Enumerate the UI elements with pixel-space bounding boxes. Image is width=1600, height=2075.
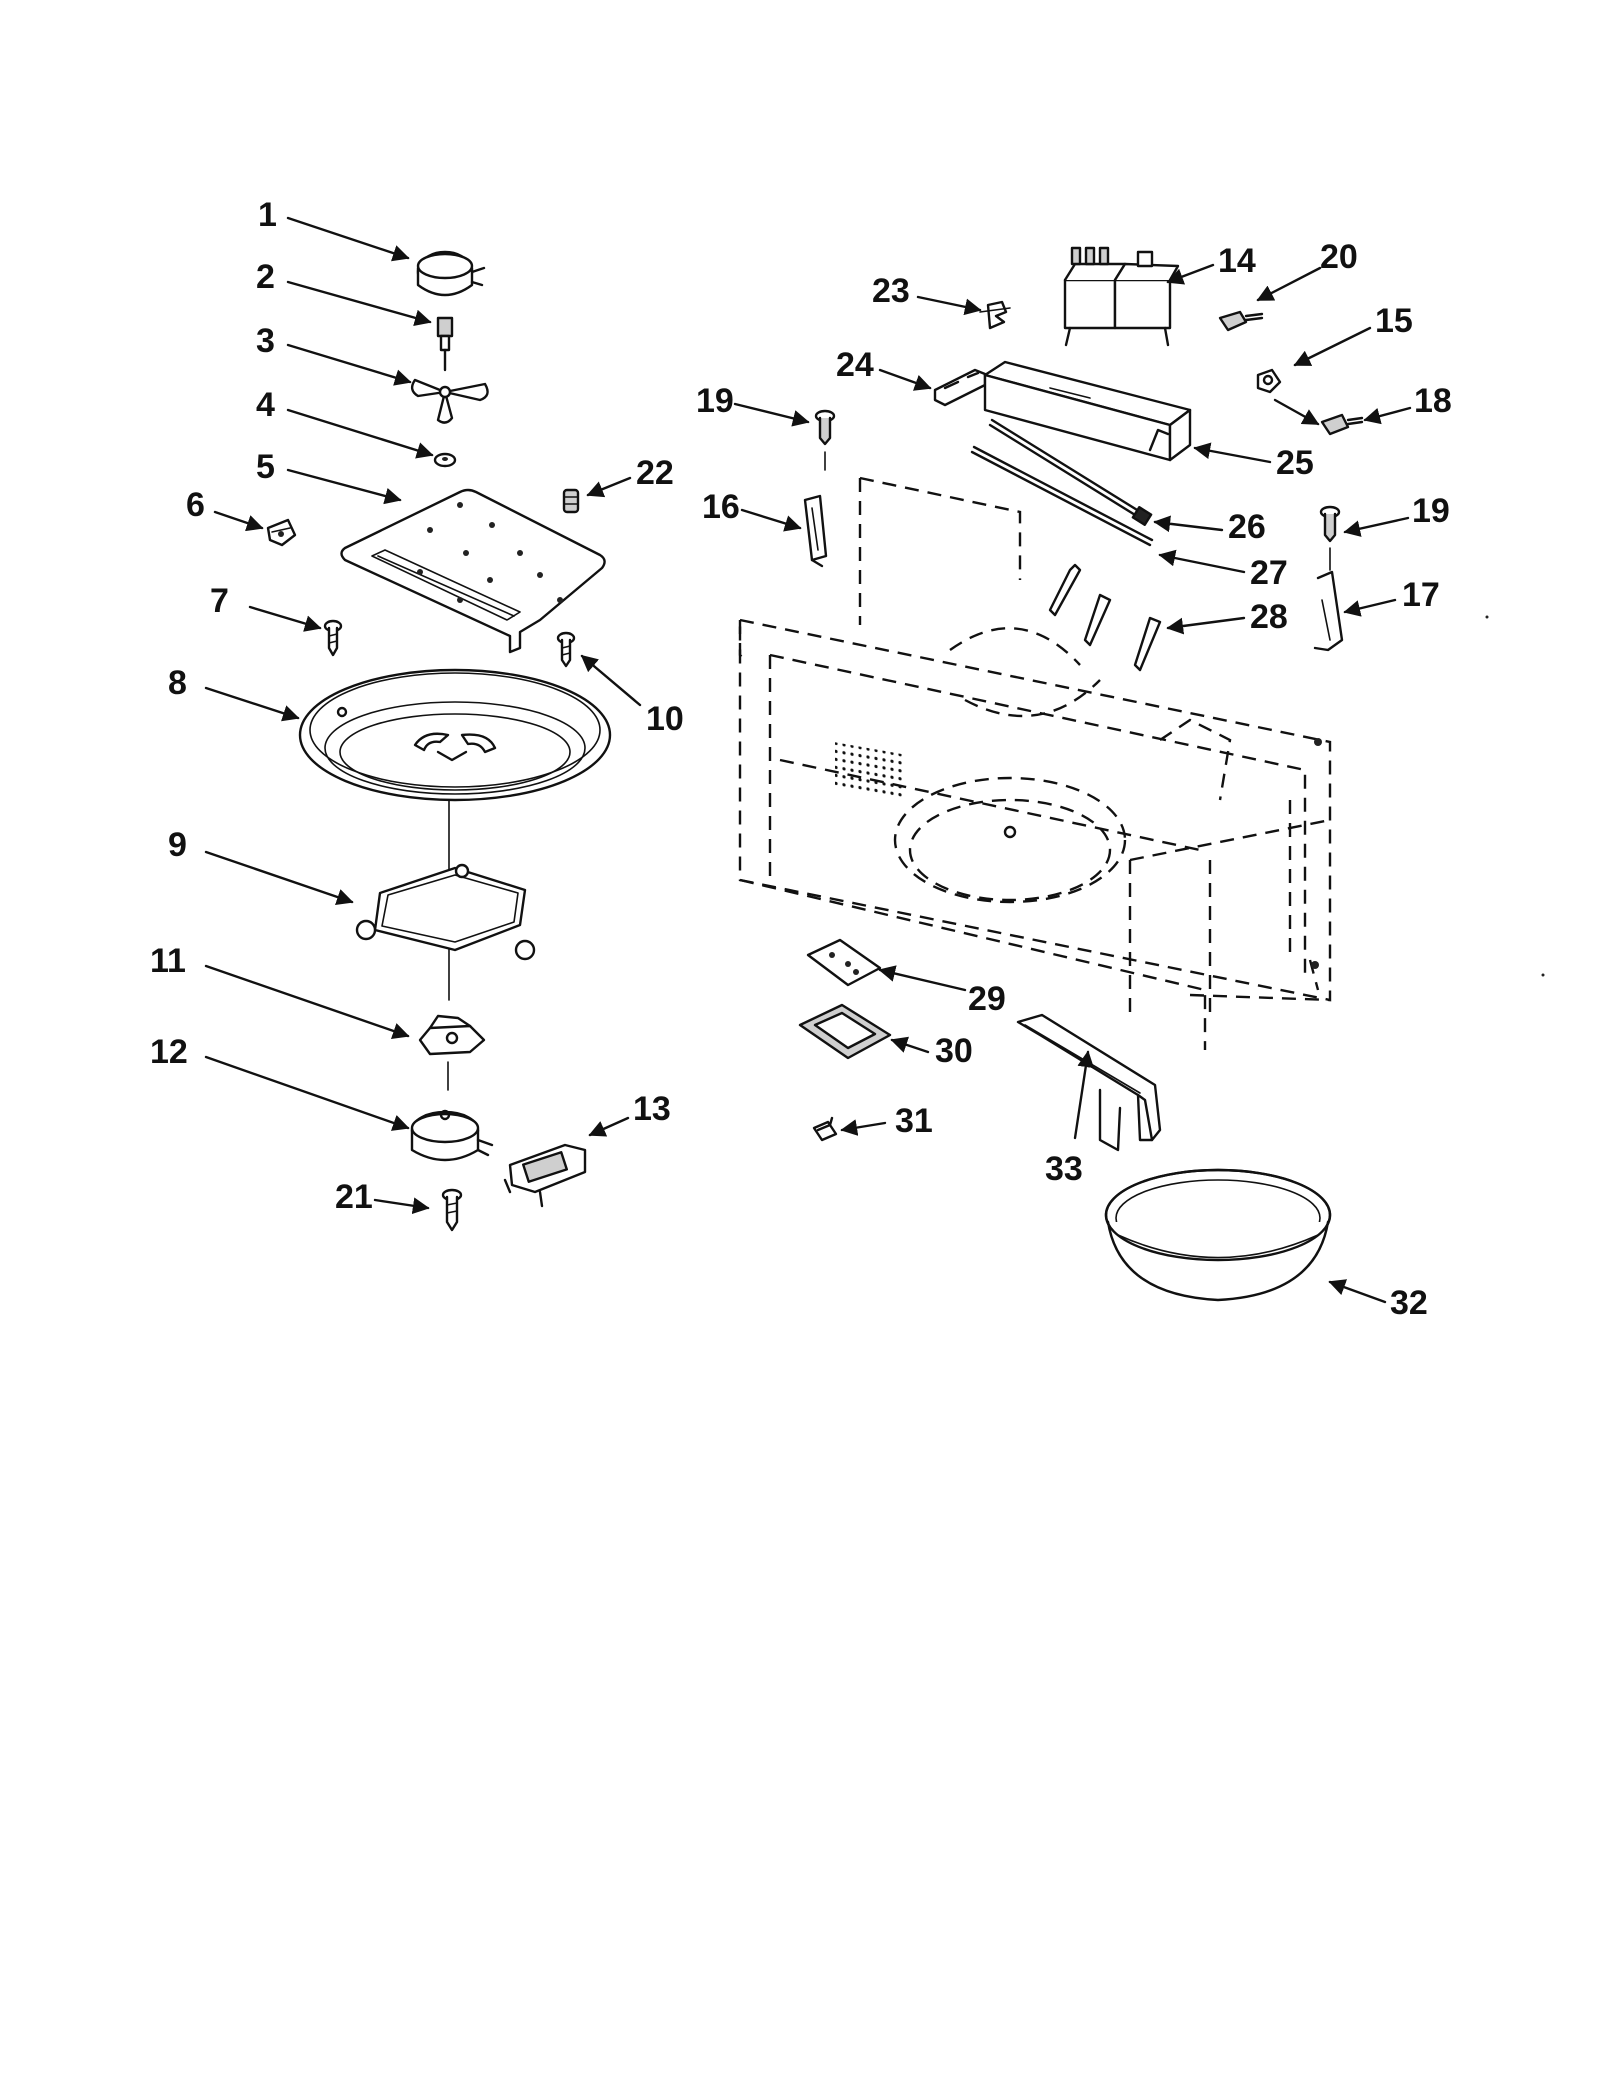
label-part-4: 4 <box>256 386 275 424</box>
part-number-labels: 1 2 3 4 5 6 7 8 9 10 11 12 13 14 15 16 1… <box>150 196 1452 1322</box>
part-26-rod <box>988 418 1153 526</box>
label-part-19-right: 19 <box>1412 492 1450 530</box>
label-part-8: 8 <box>168 664 187 702</box>
label-part-27: 27 <box>1250 554 1288 592</box>
part-21-screw <box>441 1188 463 1232</box>
part-25-capacitor-box <box>983 360 1192 462</box>
part-19-screw-left <box>814 409 836 471</box>
part-28-wire-clips <box>1048 563 1162 672</box>
part-3-stirrer-blade <box>410 378 489 424</box>
label-part-14: 14 <box>1218 242 1256 280</box>
leader-arrows <box>204 216 1412 1304</box>
label-part-12: 12 <box>150 1033 188 1071</box>
label-part-18: 18 <box>1414 382 1452 420</box>
part-14-transformer <box>1063 246 1180 347</box>
label-part-10: 10 <box>646 700 684 738</box>
part-5-cover-plate <box>340 488 606 654</box>
part-27-rod <box>970 445 1154 547</box>
label-part-1: 1 <box>258 196 277 234</box>
label-part-17: 17 <box>1402 576 1440 614</box>
part-22-screw <box>562 488 580 514</box>
part-15-clamp <box>1256 368 1282 394</box>
part-19-screw-right <box>1319 505 1341 571</box>
part-9-roller-ring <box>355 863 536 961</box>
label-part-11: 11 <box>150 942 186 980</box>
part-30-gasket-frame <box>798 1003 892 1060</box>
speck <box>1485 615 1489 619</box>
label-part-3: 3 <box>256 322 275 360</box>
part-24-bracket <box>933 368 987 407</box>
label-part-31: 31 <box>895 1102 933 1140</box>
part-10-screw <box>556 631 576 668</box>
speck <box>1541 973 1545 977</box>
label-part-16: 16 <box>702 488 740 526</box>
part-29-label-plate <box>806 938 882 987</box>
part-7-screw <box>323 619 343 657</box>
part-4-washer <box>433 452 457 468</box>
label-part-22: 22 <box>636 454 674 492</box>
part-16-bracket <box>803 494 828 568</box>
label-part-23: 23 <box>872 272 910 310</box>
part-23-clip <box>979 300 1011 330</box>
part-18-screw <box>1320 413 1364 436</box>
part-17-bracket <box>1313 570 1344 652</box>
label-part-21: 21 <box>335 1178 373 1216</box>
label-part-15: 15 <box>1375 302 1413 340</box>
vent-mesh <box>835 742 905 800</box>
oven-cavity-assembly <box>738 476 1332 1050</box>
label-part-7: 7 <box>210 582 229 620</box>
label-part-6: 6 <box>186 486 205 524</box>
label-part-2: 2 <box>256 258 275 296</box>
part-12-turntable-motor <box>410 1109 494 1162</box>
part-20-screw <box>1218 310 1264 332</box>
part-33-rail-bracket <box>1016 1013 1162 1152</box>
label-part-33: 33 <box>1045 1150 1083 1188</box>
label-part-25: 25 <box>1276 444 1314 482</box>
label-part-28: 28 <box>1250 598 1288 636</box>
label-part-26: 26 <box>1228 508 1266 546</box>
part-6-clip <box>266 518 297 547</box>
label-part-5: 5 <box>256 448 275 486</box>
part-31-clip <box>812 1116 838 1142</box>
part-2-coupler <box>436 316 454 372</box>
part-8-turntable-tray <box>298 668 612 802</box>
label-part-24: 24 <box>836 346 874 384</box>
part-32-pan <box>1104 1168 1332 1302</box>
label-part-9: 9 <box>168 826 187 864</box>
part-13-switch <box>503 1143 587 1208</box>
part-1-stirrer-motor <box>416 250 486 297</box>
label-part-29: 29 <box>968 980 1006 1018</box>
label-part-13: 13 <box>633 1090 671 1128</box>
label-part-20: 20 <box>1320 238 1358 276</box>
label-part-30: 30 <box>935 1032 973 1070</box>
label-part-32: 32 <box>1390 1284 1428 1322</box>
part-11-coupling <box>418 1014 486 1056</box>
label-part-19-left: 19 <box>696 382 734 420</box>
